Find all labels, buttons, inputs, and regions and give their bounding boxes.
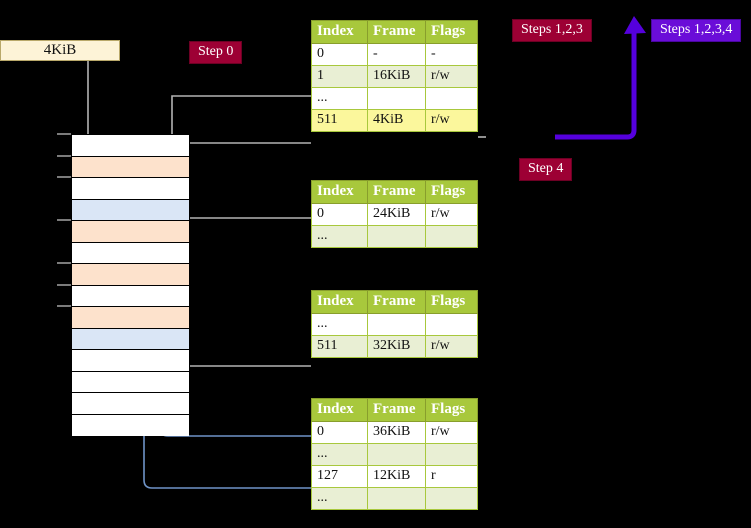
cell-index: ... [311, 225, 368, 248]
memory-frame-row [72, 199, 189, 221]
column-header-index: Index [311, 180, 368, 204]
badge-steps-1-2-3-4: Steps 1,2,3,4 [651, 19, 742, 42]
cell-index: ... [311, 487, 368, 510]
memory-frame-row [72, 156, 189, 178]
cell-frame: 12KiB [367, 465, 426, 488]
badge-step-0: Step 0 [189, 41, 243, 64]
cell-frame: - [367, 43, 426, 66]
cell-flags [425, 313, 478, 336]
table-row: ... [311, 487, 478, 510]
memory-frame-row [72, 242, 189, 264]
cell-index: 1 [311, 65, 368, 88]
cell-frame [367, 443, 426, 466]
memory-frame-row [72, 307, 189, 329]
cell-frame: 36KiB [367, 421, 426, 444]
cell-index: 127 [311, 465, 368, 488]
column-header-index: Index [311, 20, 368, 44]
table-row: ... [311, 443, 478, 466]
cell-index: 511 [311, 335, 368, 358]
cell-index: ... [311, 443, 368, 466]
table-row: ... [311, 87, 478, 110]
cell-flags: r/w [425, 421, 478, 444]
memory-frame-row [72, 328, 189, 350]
cell-frame: 16KiB [367, 65, 426, 88]
memory-frame-row [72, 350, 189, 372]
cell-frame [367, 487, 426, 510]
cell-flags [425, 87, 478, 110]
cell-flags [425, 487, 478, 510]
physical-memory-column [71, 134, 190, 436]
cell-frame [367, 313, 426, 336]
column-header-frame: Frame [367, 290, 426, 314]
cell-index: 511 [311, 109, 368, 132]
cell-index: ... [311, 313, 368, 336]
table-row: 0-- [311, 43, 478, 66]
cell-frame [367, 225, 426, 248]
cell-flags: r/w [425, 109, 478, 132]
cell-frame [367, 87, 426, 110]
cell-index: 0 [311, 43, 368, 66]
cell-flags [425, 225, 478, 248]
kib-label-box: 4KiB [0, 40, 120, 61]
table-row: ... [311, 225, 478, 248]
memory-frame-row [72, 371, 189, 393]
memory-frame-row [72, 135, 189, 157]
cell-flags: r/w [425, 203, 478, 226]
cell-flags [425, 443, 478, 466]
column-header-flags: Flags [425, 290, 478, 314]
cell-index: ... [311, 87, 368, 110]
column-header-frame: Frame [367, 20, 426, 44]
cell-flags: r/w [425, 65, 478, 88]
column-header-flags: Flags [425, 180, 478, 204]
cell-flags: - [425, 43, 478, 66]
memory-frame-row [72, 414, 189, 436]
memory-frame-row [72, 221, 189, 243]
memory-frame-row [72, 264, 189, 286]
cell-frame: 32KiB [367, 335, 426, 358]
column-header-index: Index [311, 290, 368, 314]
cell-index: 0 [311, 421, 368, 444]
column-header-frame: Frame [367, 180, 426, 204]
column-header-index: Index [311, 398, 368, 422]
memory-frame-row [72, 393, 189, 415]
badge-steps-1-2-3: Steps 1,2,3 [512, 19, 592, 42]
table-row: ... [311, 313, 478, 336]
cell-frame: 4KiB [367, 109, 426, 132]
cell-flags: r [425, 465, 478, 488]
cell-frame: 24KiB [367, 203, 426, 226]
cell-flags: r/w [425, 335, 478, 358]
column-header-flags: Flags [425, 20, 478, 44]
column-header-frame: Frame [367, 398, 426, 422]
memory-frame-row [72, 178, 189, 200]
badge-step-4: Step 4 [519, 158, 573, 181]
memory-frame-row [72, 285, 189, 307]
column-header-flags: Flags [425, 398, 478, 422]
cell-index: 0 [311, 203, 368, 226]
